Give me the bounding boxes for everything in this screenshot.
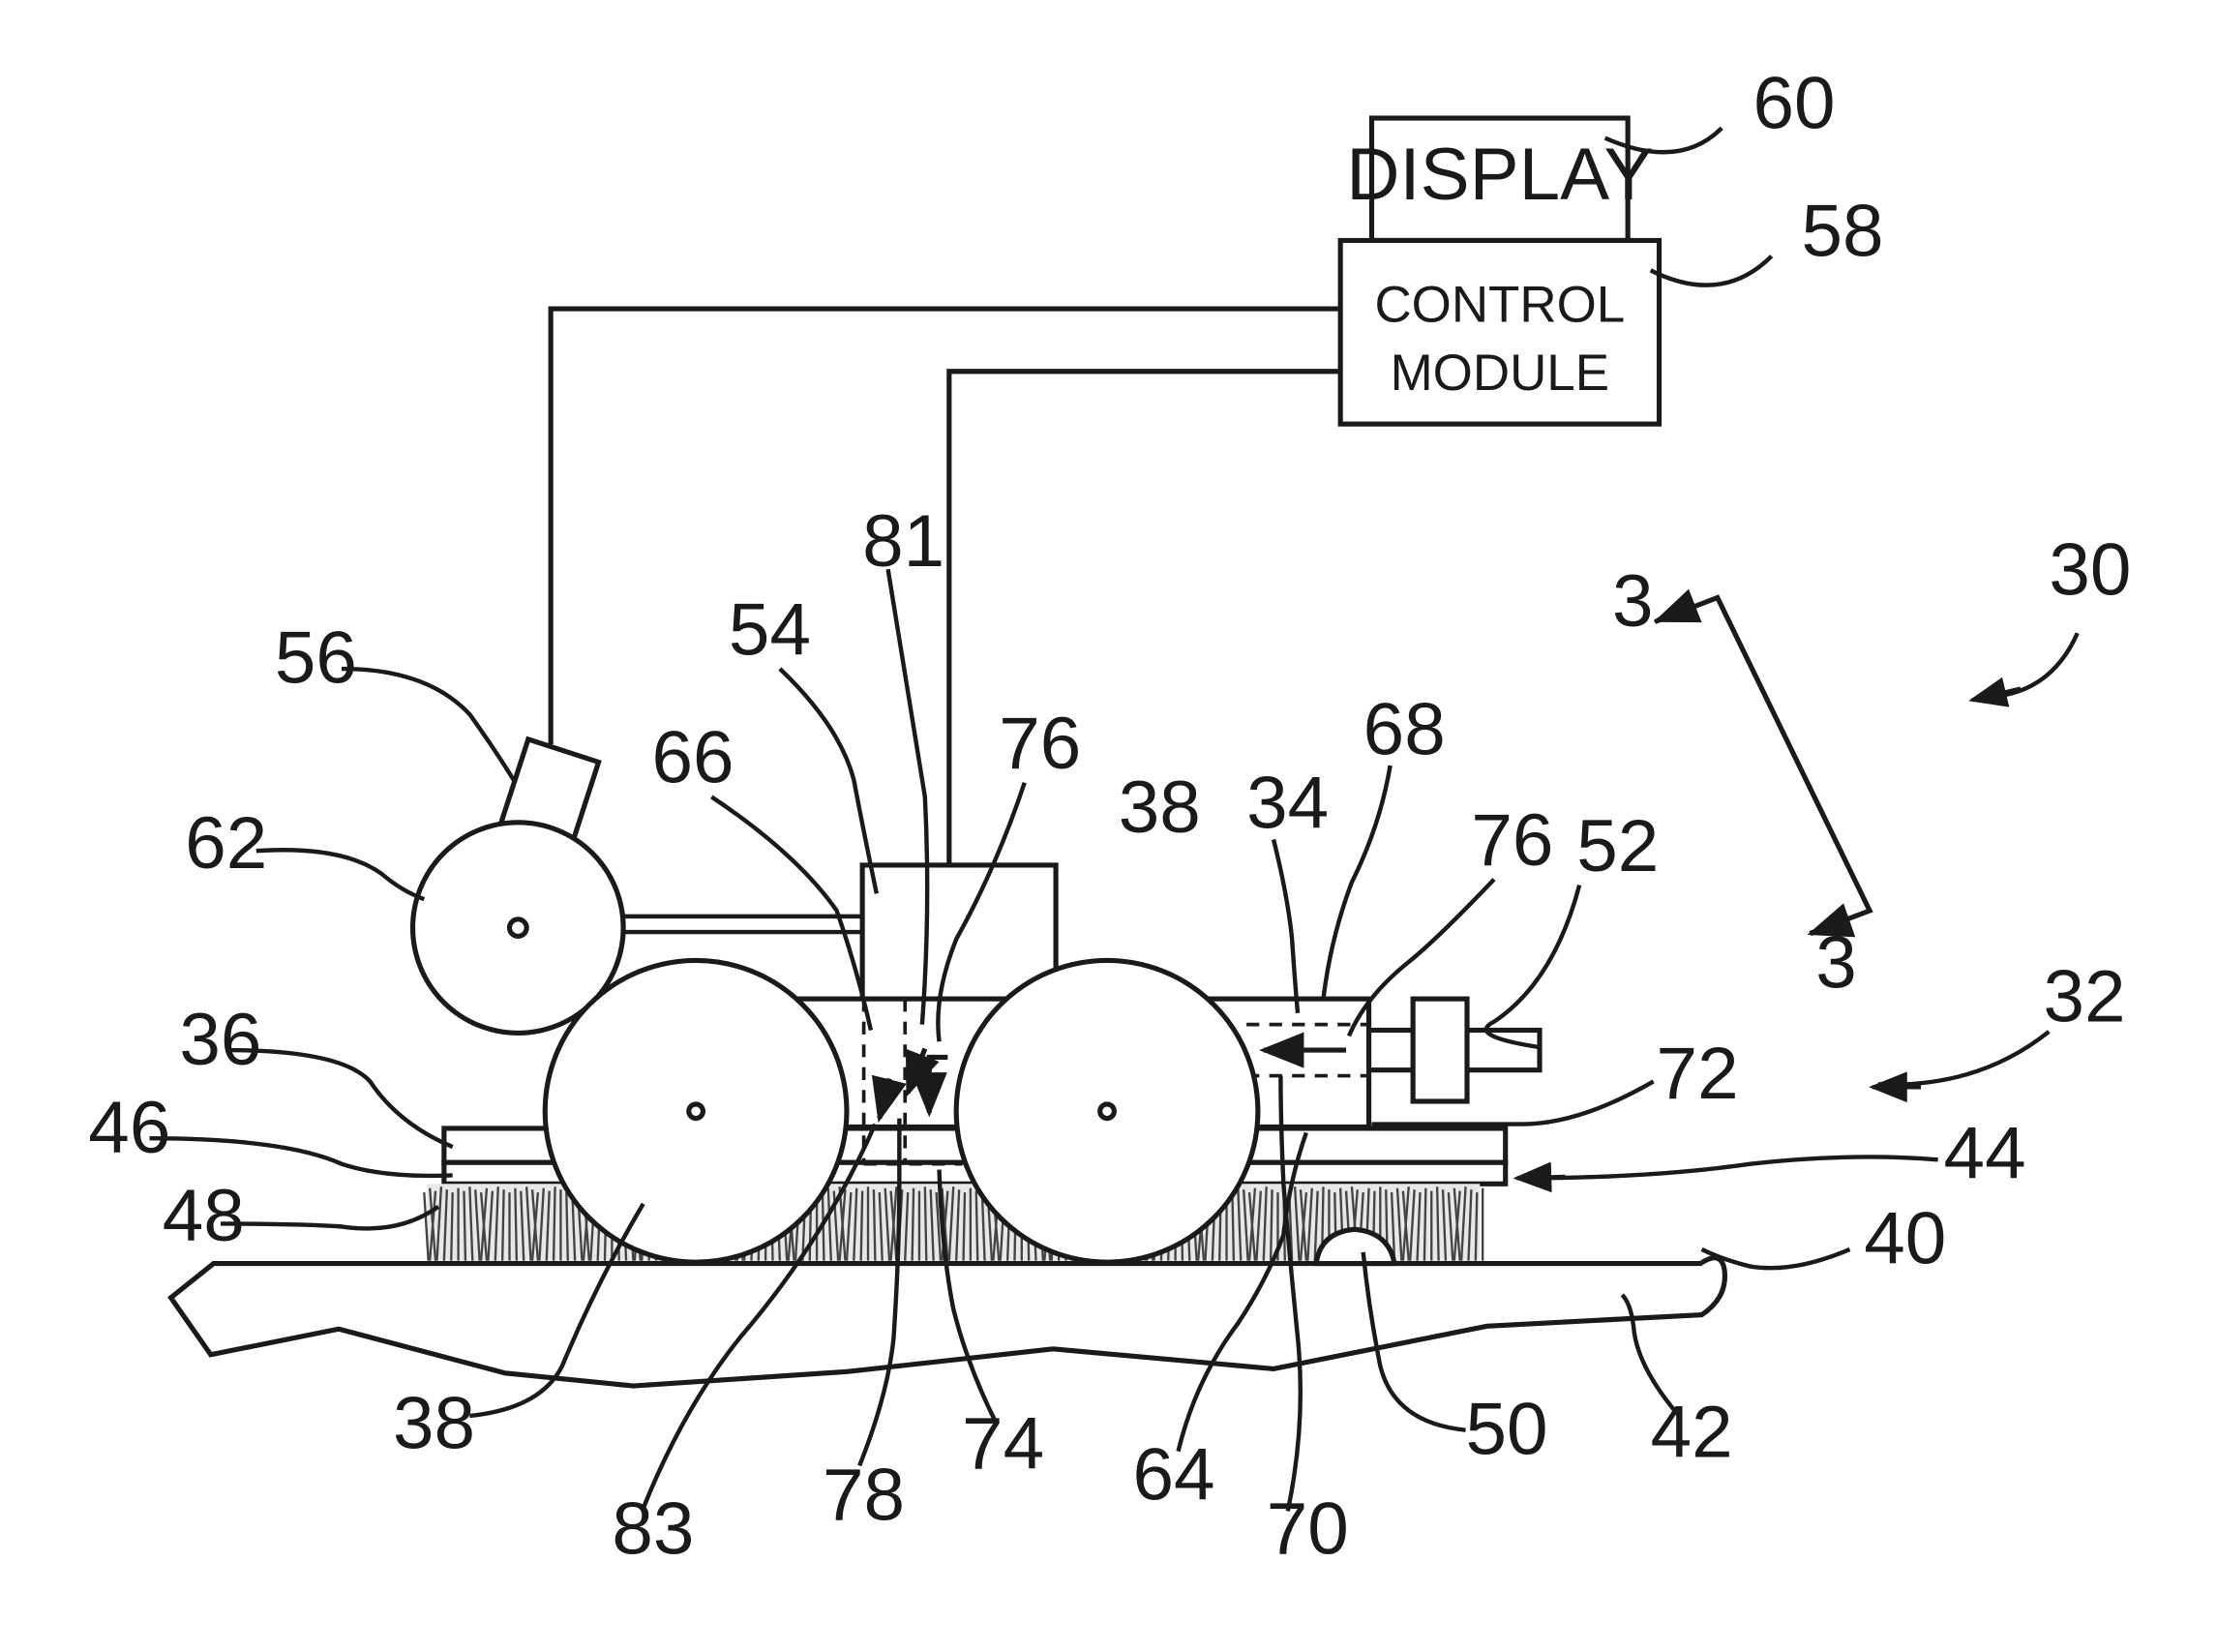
bristle-stroke (1476, 1192, 1477, 1261)
ref-56: 56 (275, 617, 357, 700)
bristle-stroke (515, 1188, 516, 1261)
ref-section-bottom: 3 (1815, 921, 1857, 1004)
section-arrow-top (1658, 608, 1691, 620)
ref-76-mid: 76 (999, 703, 1081, 785)
ref-66: 66 (652, 717, 734, 799)
ref-70: 70 (1267, 1488, 1349, 1571)
ref-40: 40 (1864, 1198, 1946, 1280)
display-label: DISPLAY (1346, 134, 1653, 216)
bristle-stroke (1437, 1186, 1438, 1260)
bristle-stroke (964, 1192, 965, 1261)
ref-78: 78 (823, 1454, 905, 1536)
ref-58: 58 (1802, 191, 1884, 273)
ref-52: 52 (1576, 805, 1659, 887)
bristle-stroke (976, 1191, 977, 1261)
ref-38-left: 38 (393, 1383, 475, 1465)
ref-48: 48 (163, 1175, 245, 1257)
wheel-38-left-hub (689, 1104, 704, 1119)
arrow-44 (1516, 1177, 1565, 1178)
drive-wheel-62-hub (510, 919, 527, 937)
ref-60: 60 (1753, 62, 1836, 144)
ref-34: 34 (1246, 763, 1329, 845)
ref-74: 74 (962, 1402, 1044, 1485)
bristle-stroke (566, 1192, 567, 1261)
ref-46: 46 (88, 1087, 170, 1169)
collar-52 (1413, 999, 1467, 1101)
bristle-stroke (1232, 1191, 1233, 1261)
ref-section-top: 3 (1612, 560, 1654, 643)
leader-lines (150, 128, 2078, 1511)
bristle-stroke (925, 1186, 926, 1260)
bristle-stroke (502, 1189, 503, 1261)
ref-54: 54 (729, 588, 811, 671)
ref-50: 50 (1466, 1389, 1548, 1471)
ref-81: 81 (862, 500, 944, 583)
ref-62: 62 (185, 802, 267, 885)
ref-38-right: 38 (1119, 766, 1201, 849)
ref-83: 83 (612, 1488, 694, 1571)
ref-44: 44 (1944, 1112, 2026, 1194)
bristle-stroke (451, 1192, 452, 1261)
ref-32: 32 (2043, 956, 2125, 1038)
bristle-stroke (913, 1188, 914, 1261)
ref-72: 72 (1657, 1033, 1739, 1115)
control-module-label-line1: CONTROL (1374, 276, 1625, 333)
bristle-stroke (1271, 1189, 1272, 1261)
wheel-38-right-hub (1100, 1104, 1115, 1119)
control-module-label-line2: MODULE (1391, 345, 1609, 402)
bristle-stroke (861, 1191, 862, 1261)
section-line-3-3 (1655, 598, 1870, 934)
bristle-stroke (1424, 1188, 1425, 1261)
ref-36: 36 (179, 999, 261, 1081)
wire-to-motor (551, 309, 1340, 744)
ref-42: 42 (1651, 1392, 1733, 1474)
ref-68: 68 (1363, 688, 1446, 770)
ref-64: 64 (1132, 1434, 1214, 1517)
ref-30: 30 (2049, 529, 2131, 612)
ref-76-right: 76 (1471, 799, 1553, 882)
bristle-stroke (874, 1189, 875, 1261)
